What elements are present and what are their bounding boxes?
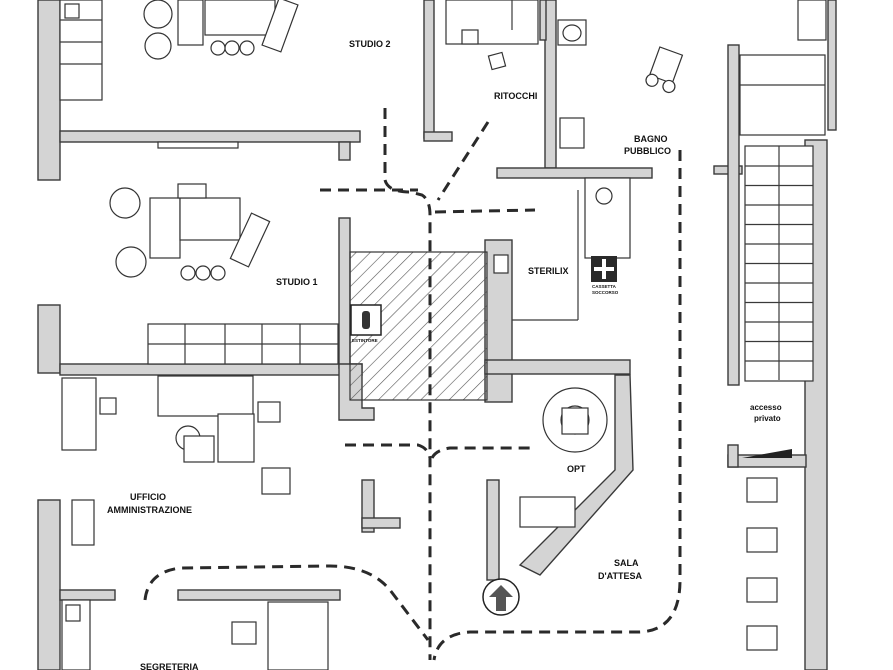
- label-sala-2: D'ATTESA: [598, 571, 642, 581]
- dental-chair-icon: [143, 0, 299, 60]
- label-segreteria: SEGRETERIA: [140, 662, 199, 670]
- segreteria-west-wall: [59, 589, 116, 601]
- label-cassetta-1: CASSETTA: [592, 284, 617, 289]
- label-studio2: STUDIO 2: [349, 39, 391, 49]
- accesso-west-stub: [727, 444, 739, 468]
- ritocchi-south-stub: [423, 131, 453, 142]
- bagno-south-wall: [496, 167, 653, 179]
- opt-curved-wall: [518, 374, 634, 576]
- sala-chairs: [746, 477, 778, 651]
- ufficio-furniture: [61, 375, 329, 670]
- west-wall-top: [37, 0, 61, 181]
- label-studio1: STUDIO 1: [276, 277, 318, 287]
- studio1-east-stub: [338, 141, 351, 161]
- sterilix-south-wall: [484, 359, 631, 375]
- west-wall-mid: [37, 304, 61, 374]
- label-accesso-2: privato: [754, 414, 781, 423]
- stair-upper-box: [739, 54, 826, 136]
- west-wall-bottom: [37, 499, 61, 670]
- opt-equipment: [519, 387, 608, 528]
- label-sterilix: STERILIX: [528, 266, 569, 276]
- ritocchi-east-top: [539, 0, 547, 41]
- label-estintore: ESTINTORE: [352, 338, 378, 343]
- opt-west-stub: [486, 479, 500, 581]
- fire-extinguisher-icon: [350, 304, 382, 336]
- east-wall-top: [827, 0, 837, 131]
- label-cassetta-2: SOCCORSO: [592, 290, 619, 295]
- ritocchi-furniture: [445, 0, 539, 71]
- stair-west-wall: [727, 44, 740, 386]
- label-ufficio-1: UFFICIO: [130, 492, 166, 502]
- entrance-arrow-icon: [482, 578, 520, 616]
- label-accesso-1: accesso: [750, 403, 782, 412]
- studio2-east-wall: [423, 0, 435, 139]
- hall-pier-left-foot: [361, 517, 401, 529]
- label-bagno-1: BAGNO: [634, 134, 668, 144]
- escape-routes: [143, 108, 682, 661]
- ufficio-south-wall: [177, 589, 341, 601]
- sterilix-furniture: [493, 177, 631, 321]
- studio1-furniture: [109, 141, 339, 365]
- label-sala-1: SALA: [614, 558, 639, 568]
- accesso-ramp: [742, 449, 792, 458]
- studio2-furniture: [59, 0, 299, 101]
- studio1-east-wall: [338, 217, 351, 369]
- label-ritocchi: RITOCCHI: [494, 91, 537, 101]
- label-ufficio-2: AMMINISTRAZIONE: [107, 505, 192, 515]
- first-aid-icon: [591, 256, 617, 282]
- wheelchair-icon: [645, 46, 684, 94]
- bagno-fixtures: [557, 0, 827, 149]
- dental-chair-icon: [109, 183, 271, 281]
- studio2-south-wall: [59, 130, 361, 143]
- label-opt: OPT: [567, 464, 586, 474]
- staircase: [739, 54, 826, 382]
- label-bagno-2: PUBBLICO: [624, 146, 671, 156]
- studio1-south-wall: [59, 363, 363, 376]
